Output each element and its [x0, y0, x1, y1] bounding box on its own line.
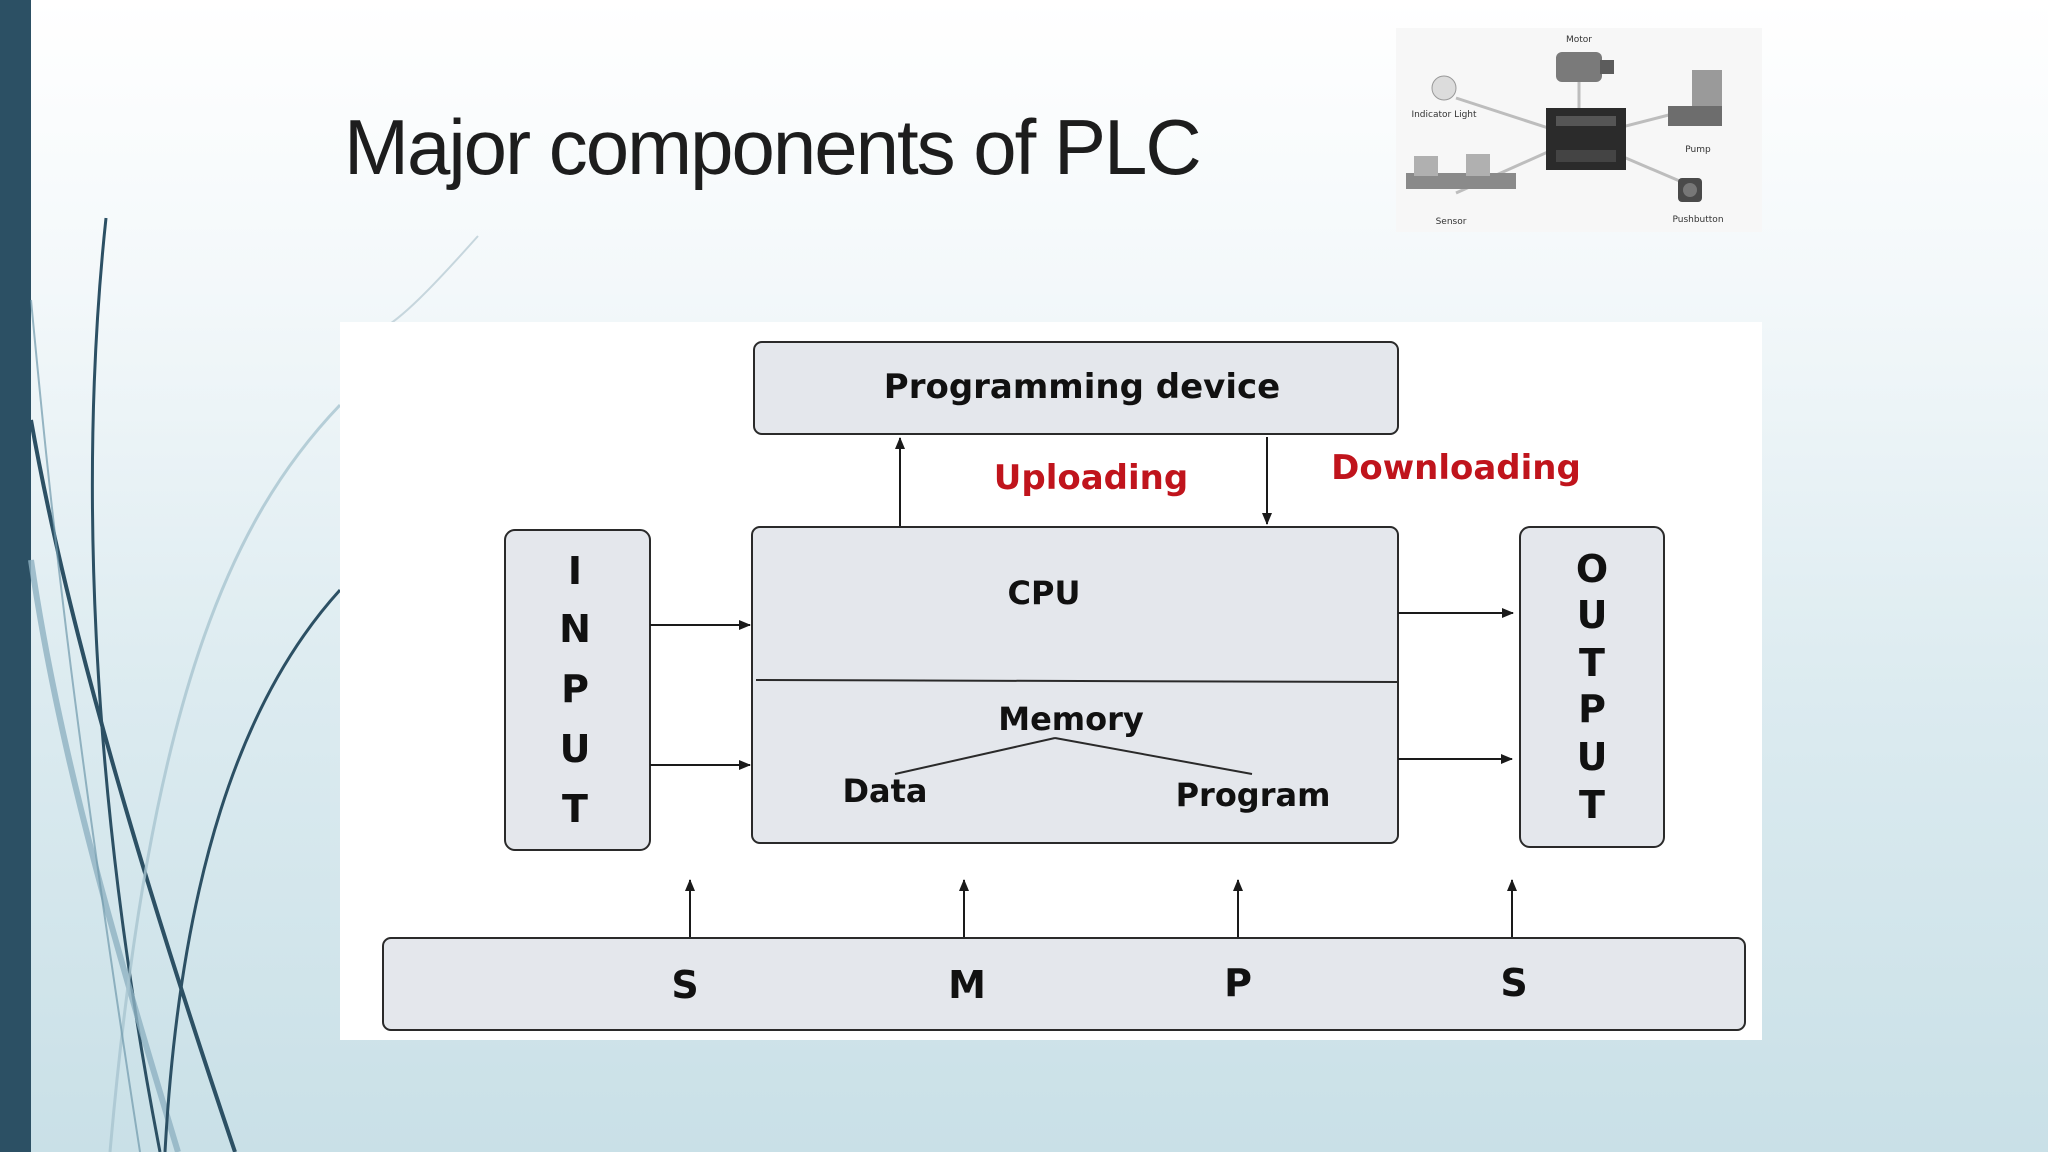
plc-block-diagram: Programming device Uploading Downloading… [340, 322, 1762, 1040]
smps-letter: S [671, 963, 698, 1007]
output-letter: O [1576, 547, 1608, 591]
input-letter: I [568, 549, 582, 593]
memory-branch-data [894, 737, 1056, 775]
sensor-label: Sensor [1436, 217, 1467, 227]
plc-devices-image: Motor Indicator Light Pump Sensor Pushbu… [1396, 28, 1762, 232]
output-box [1519, 526, 1665, 848]
input-letter: N [559, 607, 591, 651]
slide-title: Major components of PLC [344, 103, 1202, 191]
memory-branch-program [1054, 737, 1253, 775]
cpu-label: CPU [1008, 574, 1081, 612]
memory-label: Memory [998, 700, 1144, 738]
programming-device-label: Programming device [884, 367, 1280, 407]
output-letter: P [1578, 687, 1606, 731]
pump-label: Pump [1685, 145, 1711, 155]
plc-unit-icon [1546, 108, 1626, 170]
output-letter: T [1579, 641, 1605, 685]
motor-label: Motor [1566, 35, 1592, 45]
uploading-label: Uploading [994, 458, 1188, 498]
smps-letter: S [1500, 961, 1527, 1005]
output-letter: U [1577, 735, 1608, 779]
data-label: Data [842, 772, 927, 810]
smps-letter: P [1224, 961, 1252, 1005]
input-letter: U [560, 727, 591, 771]
input-letter: P [561, 667, 589, 711]
motor-icon [1556, 52, 1614, 82]
indicator-light-icon [1431, 75, 1457, 101]
input-letter: T [562, 787, 588, 831]
pump-icon [1668, 70, 1722, 126]
smps-letter: M [948, 963, 986, 1007]
pushbutton-icon [1678, 178, 1702, 202]
cpu-memory-divider [755, 679, 1399, 683]
sensor-icon [1406, 154, 1516, 189]
cpu-memory-box [751, 526, 1399, 844]
pushbutton-label: Pushbutton [1672, 215, 1723, 225]
downloading-label: Downloading [1331, 448, 1581, 488]
input-box [504, 529, 651, 851]
smps-box [382, 937, 1746, 1031]
program-label: Program [1176, 776, 1331, 814]
programming-device-box [753, 341, 1399, 435]
output-letter: T [1579, 783, 1605, 827]
output-letter: U [1577, 593, 1608, 637]
indicator-light-label: Indicator Light [1411, 110, 1477, 120]
slide-side-bar [0, 0, 31, 1152]
